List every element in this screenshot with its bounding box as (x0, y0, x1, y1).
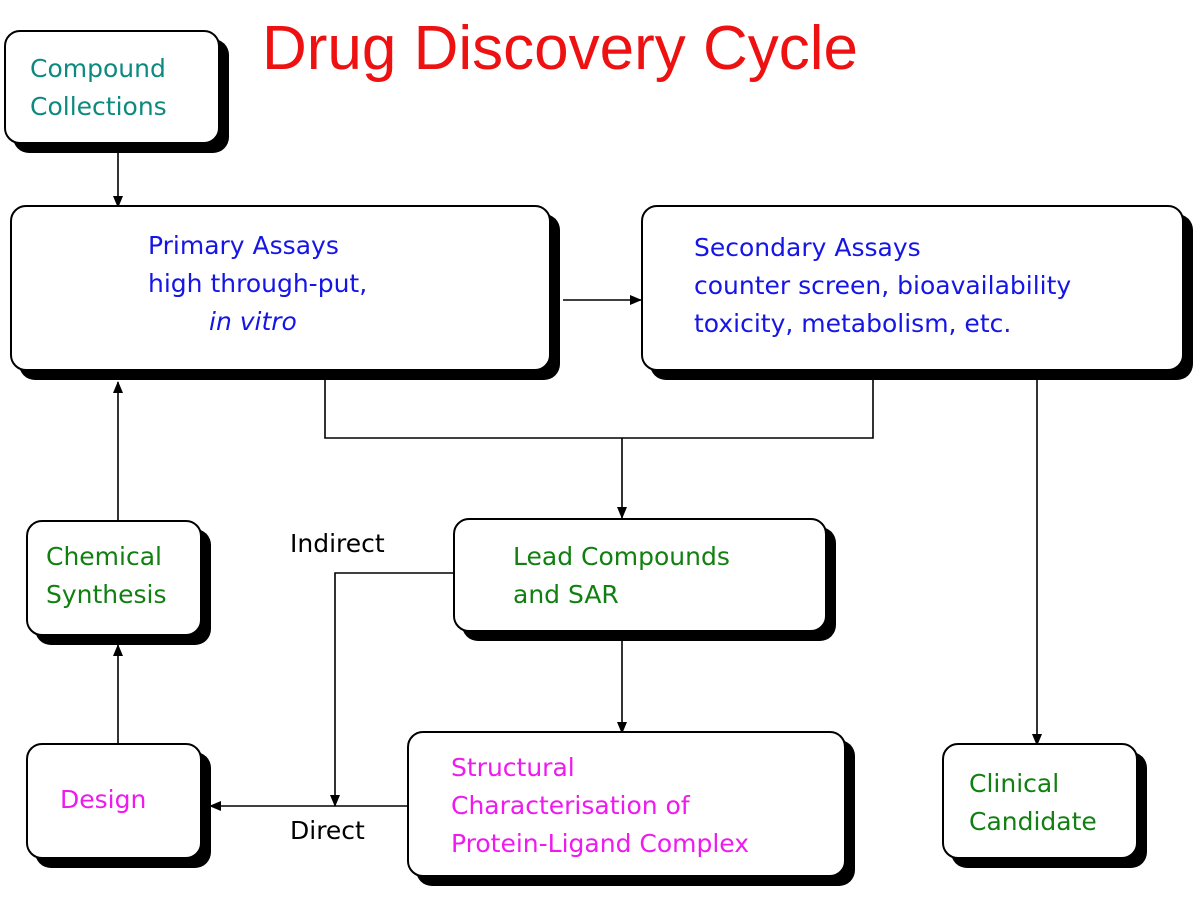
node-text-line: Compound (30, 54, 166, 83)
node-text-line: Protein-Ligand Complex (451, 829, 750, 858)
node-text-line: Clinical (969, 769, 1060, 798)
node-chemical-synthesis: Chemical Synthesis (26, 520, 202, 636)
connector-assays-merge (324, 380, 874, 439)
node-text-line: Characterisation of (451, 791, 690, 820)
node-text-line: Synthesis (46, 580, 167, 609)
node-lead-compounds: Lead Compounds and SAR (453, 518, 827, 632)
node-text-line: Collections (30, 92, 167, 121)
node-text-line: and SAR (513, 580, 619, 609)
node-text-line: Design (60, 785, 147, 814)
edge-label-indirect: Indirect (290, 529, 385, 558)
arrow-indirect-path (330, 572, 453, 807)
node-design: Design (26, 743, 202, 859)
node-text-line: Chemical (46, 542, 162, 571)
node-text-line: Candidate (969, 807, 1097, 836)
node-secondary-assays: Secondary Assays counter screen, bioavai… (641, 205, 1184, 371)
node-text-line: counter screen, bioavailability (694, 271, 1072, 300)
node-text-line: toxicity, metabolism, etc. (694, 309, 1012, 338)
node-text-line-italic: in vitro (209, 307, 297, 336)
node-text-line: Secondary Assays (694, 233, 921, 262)
node-clinical-candidate: Clinical Candidate (942, 743, 1138, 859)
diagram-title: Drug Discovery Cycle (262, 14, 859, 83)
node-primary-assays: Primary Assays high through-put, in vitr… (10, 205, 551, 371)
node-text-line: Structural (451, 753, 575, 782)
node-text-line: Lead Compounds (513, 542, 730, 571)
node-text-line: high through-put, (148, 269, 368, 298)
node-structural-characterisation: Structural Characterisation of Protein-L… (407, 731, 846, 877)
edge-label-direct: Direct (290, 816, 365, 845)
node-text-line: Primary Assays (148, 231, 339, 260)
node-compound-collections: Compound Collections (4, 30, 220, 144)
